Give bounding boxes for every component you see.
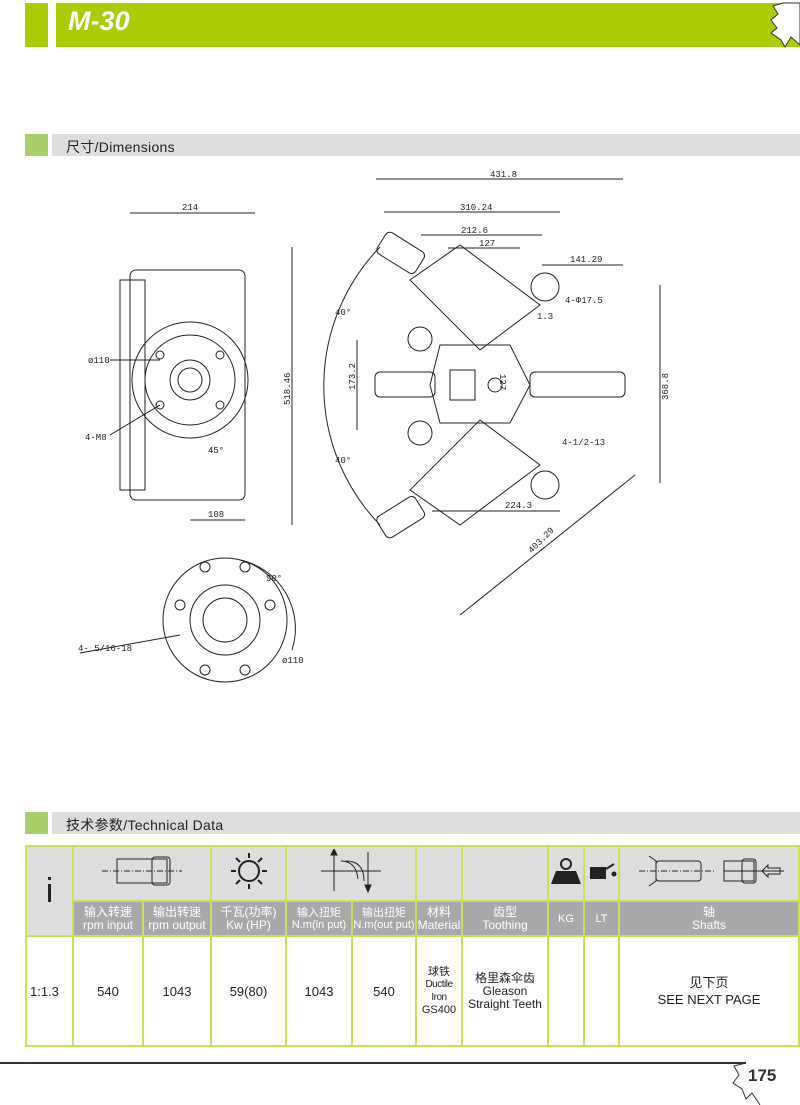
svg-text:214: 214	[182, 203, 198, 213]
svg-text:310.24: 310.24	[460, 203, 492, 213]
svg-text:ø110: ø110	[282, 656, 304, 666]
ratio-value: 1:1.3	[25, 935, 74, 1047]
svg-text:4-M8: 4-M8	[85, 433, 107, 443]
svg-text:40°: 40°	[335, 308, 351, 318]
svg-text:224.3: 224.3	[505, 501, 532, 511]
toothing-icon-cell	[461, 845, 549, 902]
lt-value	[583, 935, 620, 1047]
section-title-technical: 技术参数/Technical Data	[66, 817, 224, 833]
svg-text:90°: 90°	[266, 574, 282, 584]
svg-text:4-1/2-13: 4-1/2-13	[562, 438, 605, 448]
power-value: 59(80)	[210, 935, 287, 1047]
section-bar	[52, 134, 800, 156]
rpm-output-value: 1043	[142, 935, 212, 1047]
svg-text:518.46: 518.46	[283, 373, 293, 405]
svg-text:108: 108	[208, 510, 224, 520]
footer-divider	[0, 1062, 746, 1064]
shafts-icon	[618, 845, 800, 902]
header-accent-square	[25, 3, 48, 47]
section-marker	[25, 134, 48, 156]
kg-value	[547, 935, 585, 1047]
svg-text:173.2: 173.2	[348, 363, 358, 390]
section-bar	[52, 812, 800, 834]
shaft-speed-icon	[72, 845, 212, 902]
svg-text:127: 127	[479, 239, 495, 249]
svg-text:4-Φ17.5: 4-Φ17.5	[565, 296, 603, 306]
section-title-dimensions: 尺寸/Dimensions	[66, 139, 175, 155]
torque-icon	[285, 845, 417, 902]
torque-output-value: 540	[351, 935, 417, 1047]
page-number: 175	[748, 1066, 777, 1085]
svg-text:431.8: 431.8	[490, 170, 517, 180]
page-title: M-30	[68, 6, 130, 36]
svg-text:403.29: 403.29	[527, 526, 557, 556]
torque-input-value: 1043	[285, 935, 353, 1047]
svg-text:127: 127	[497, 374, 507, 390]
svg-text:212.6: 212.6	[461, 226, 488, 236]
gear-icon	[770, 2, 800, 48]
weight-icon	[547, 845, 585, 902]
svg-text:40°: 40°	[335, 456, 351, 466]
header-power: 千瓦(功率)Kw (HP)	[210, 900, 287, 937]
footer-gear-icon	[732, 1062, 761, 1105]
header-lt: LT	[583, 900, 620, 937]
oil-can-icon	[583, 845, 620, 902]
top-view-drawing: 431.8 310.24 212.6 127 141.29 4-Φ17.5 1.…	[283, 170, 671, 616]
power-sun-icon	[210, 845, 287, 902]
rpm-input-value: 540	[72, 935, 144, 1047]
side-view-drawing: 214 ø110 4-M8 45° 108	[85, 203, 255, 521]
svg-text:ø110: ø110	[88, 356, 110, 366]
svg-text:141.29: 141.29	[570, 255, 602, 265]
section-marker	[25, 812, 48, 834]
svg-text:4- 5/16-18: 4- 5/16-18	[78, 644, 132, 654]
flange-view-drawing: 90° 4- 5/16-18 ø110	[78, 557, 304, 683]
material-icon-cell	[415, 845, 463, 902]
svg-text:1.3: 1.3	[537, 312, 553, 322]
ratio-header: i	[25, 845, 74, 937]
header-kg: KG	[547, 900, 585, 937]
svg-text:368.8: 368.8	[661, 373, 671, 400]
svg-text:45°: 45°	[208, 446, 224, 456]
header-bar	[56, 3, 800, 47]
